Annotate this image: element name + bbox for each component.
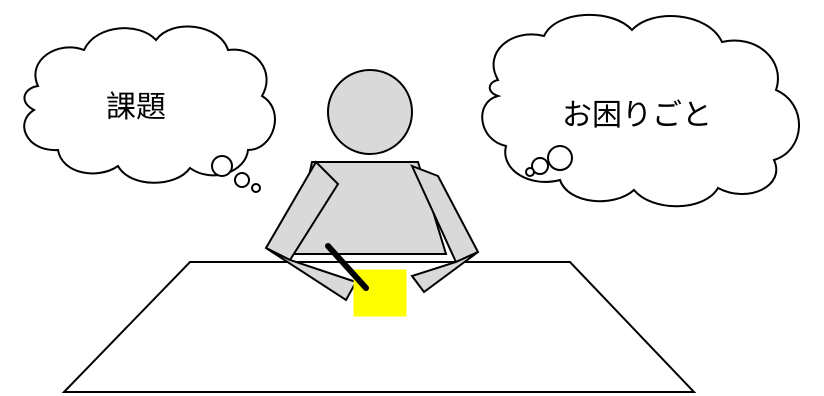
person-head	[328, 70, 412, 154]
left-thought-label: 課題	[106, 82, 166, 126]
right-thought-label: お困りごと	[562, 90, 712, 134]
note-paper	[354, 270, 406, 316]
